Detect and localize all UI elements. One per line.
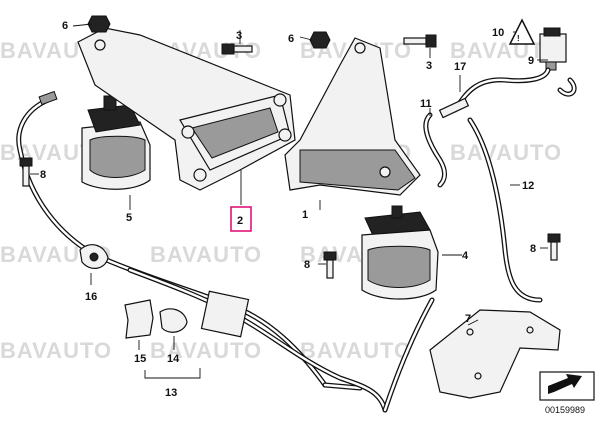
heat-shield-7 <box>429 309 561 399</box>
callout-7: 7 <box>465 313 471 325</box>
direction-arrow-box <box>539 371 595 401</box>
callout-2: 2 <box>237 215 243 227</box>
callout-8-right: 8 <box>530 243 536 255</box>
callout-8-left: 8 <box>40 169 46 181</box>
callout-5: 5 <box>126 212 132 224</box>
drawing-number: 00159989 <box>545 405 585 415</box>
callout-3-left: 3 <box>236 30 242 42</box>
callout-6-right: 6 <box>288 33 294 45</box>
callout-10: 10 <box>492 27 504 39</box>
callout-12: 12 <box>522 180 534 192</box>
callout-1: 1 <box>302 209 308 221</box>
callout-labels: 6 3 2 1 8 5 4 6 3 17 11 12 9 10 8 8 7 16… <box>40 20 536 399</box>
svg-text:BAVAUTO: BAVAUTO <box>300 338 412 363</box>
svg-text:BAVAUTO: BAVAUTO <box>0 338 112 363</box>
callout-2-highlight <box>230 206 252 232</box>
callout-17: 17 <box>454 61 466 73</box>
callout-13: 13 <box>165 387 177 399</box>
clip-14 <box>159 308 188 333</box>
callout-14: 14 <box>167 353 180 365</box>
engine-mount-right <box>361 205 439 300</box>
callout-11: 11 <box>420 98 432 110</box>
callout-3-right: 3 <box>426 60 432 72</box>
vacuum-hoses-right <box>423 67 577 303</box>
bolt-8-middle <box>323 251 337 279</box>
engine-bracket-1 <box>284 37 421 196</box>
callout-4: 4 <box>462 250 469 262</box>
callout-8-middle: 8 <box>304 259 310 271</box>
callout-9: 9 <box>528 55 534 67</box>
callout-16: 16 <box>85 291 97 303</box>
engine-bracket-2 <box>77 27 296 191</box>
svg-text:BAVAUTO: BAVAUTO <box>150 242 262 267</box>
svg-text:!: ! <box>517 34 520 43</box>
svg-text:BAVAUTO: BAVAUTO <box>150 338 262 363</box>
callout-6-left: 6 <box>62 20 68 32</box>
bolt-8-left <box>19 157 33 187</box>
nut-6-right <box>309 31 331 49</box>
solenoid-valve-9 <box>539 27 567 71</box>
bolt-8-right <box>547 233 561 261</box>
bolt-3-left <box>221 43 253 55</box>
leader-lines <box>30 23 548 379</box>
svg-text:BAVAUTO: BAVAUTO <box>450 140 562 165</box>
clip-16 <box>79 244 109 269</box>
engine-mount-left <box>81 95 151 190</box>
clip-15 <box>124 299 154 339</box>
bolt-3-right <box>403 34 437 48</box>
hose-connector-block <box>200 290 250 338</box>
callout-15: 15 <box>134 353 146 365</box>
